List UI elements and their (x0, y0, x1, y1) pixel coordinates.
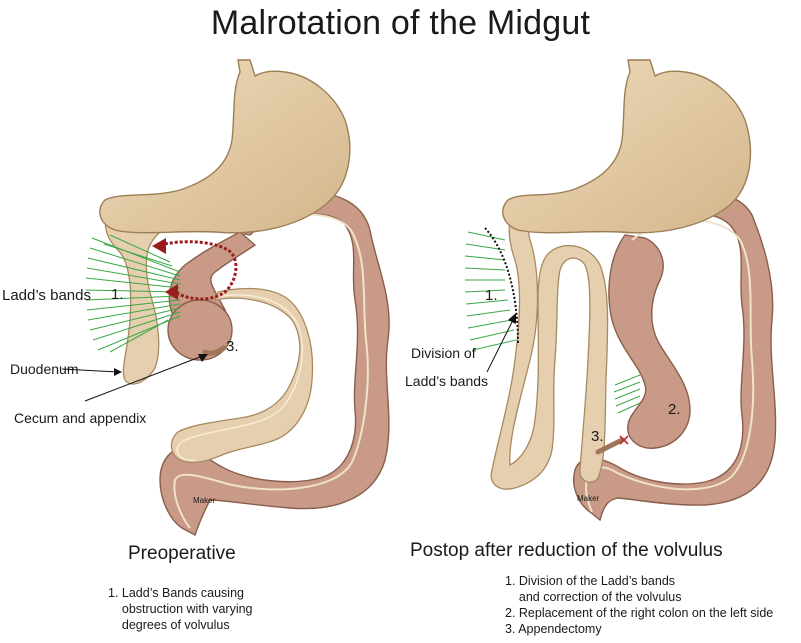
right-stomach (503, 60, 751, 233)
left-colon (160, 193, 389, 535)
right-marker-3: 3. (591, 428, 604, 445)
ladds-bands-label: Ladd’s bands (2, 287, 91, 304)
right-note-line: 2. Replacement of the right colon on the… (505, 605, 773, 621)
left-watermark: Maker (193, 496, 215, 505)
division-label-line1: Division of (411, 345, 476, 361)
right-anatomy (465, 60, 776, 520)
right-notes: 1. Division of the Ladd’s bands and corr… (505, 573, 773, 637)
left-notes: 1. Ladd’s Bands causing obstruction with… (108, 585, 253, 633)
division-label-line2: Ladd’s bands (405, 373, 488, 389)
left-panel-heading: Preoperative (128, 543, 236, 565)
left-note-line: obstruction with varying (108, 601, 253, 617)
right-panel-heading: Postop after reduction of the volvulus (410, 540, 723, 562)
right-marker-2: 2. (668, 401, 681, 418)
division-leader (487, 318, 514, 372)
right-marker-1: 1. (485, 287, 498, 304)
left-note-line: 1. Ladd’s Bands causing (108, 585, 253, 601)
left-marker-1: 1. (111, 286, 124, 303)
left-note-line: degrees of volvulus (108, 617, 253, 633)
duodenum-label: Duodenum (10, 361, 79, 377)
right-note-line: 1. Division of the Ladd’s bands (505, 573, 773, 589)
left-marker-3: 3. (226, 338, 239, 355)
right-note-line: and correction of the volvulus (505, 589, 773, 605)
left-stomach (100, 60, 350, 233)
right-watermark: Maker (577, 494, 599, 503)
right-band-remnant (614, 375, 640, 413)
cecum-appendix-label: Cecum and appendix (14, 410, 146, 426)
right-note-line: 3. Appendectomy (505, 621, 773, 637)
right-small-bowel (491, 205, 607, 489)
